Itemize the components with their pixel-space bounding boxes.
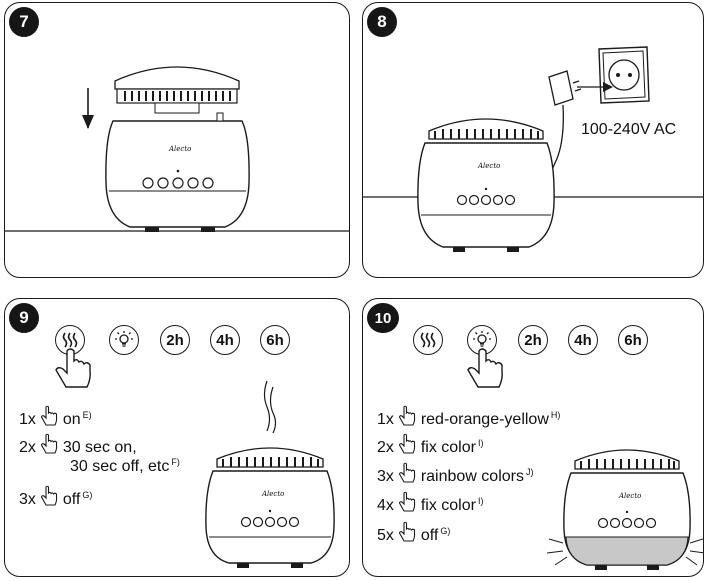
tap-hand-icon: [399, 462, 416, 483]
diffuser-light-illustration: [467, 348, 703, 570]
step-8-panel: 8: [362, 2, 704, 278]
diffuser-assembly-illustration: [5, 66, 349, 232]
diffuser-plug-in-illustration: [363, 46, 703, 252]
tap-hand-icon: [41, 485, 58, 506]
step-number-badge: 9: [9, 303, 39, 333]
instruction-row: 2x 30 sec on,: [19, 433, 137, 457]
diffuser-device: [205, 447, 335, 568]
timer-6h-button[interactable]: 6h: [260, 325, 290, 355]
brand-logo: Alecto: [262, 490, 285, 498]
timer-2h-button[interactable]: 2h: [160, 325, 190, 355]
diffuser-mist-illustration: [55, 348, 335, 568]
brand-logo: Alecto: [619, 492, 642, 500]
light-bulb-icon: [473, 331, 491, 347]
wall-socket-icon: [598, 46, 650, 104]
tap-hand-icon: [399, 491, 416, 512]
step-number-badge: 10: [367, 303, 399, 333]
light-button[interactable]: [109, 325, 139, 355]
tap-hand-icon: [41, 433, 58, 454]
brand-logo: Alecto: [478, 162, 501, 170]
timer-2h-button[interactable]: 2h: [518, 325, 548, 355]
voltage-label: 100-240V AC: [581, 121, 677, 138]
diffuser-lid: [114, 66, 240, 114]
step-7-panel: 7: [4, 2, 350, 278]
arrow-down-icon: [82, 88, 94, 129]
light-bulb-icon: [115, 331, 133, 347]
tap-hand-icon: [399, 433, 416, 454]
step-number-badge: 7: [9, 7, 39, 37]
brand-logo: Alecto: [169, 145, 192, 153]
mist-icon: [62, 332, 78, 348]
step-10-panel: 10 2h 4h 6h: [362, 298, 704, 577]
mist-button[interactable]: [413, 325, 443, 355]
mist-icon: [420, 332, 436, 348]
steam-lines: [263, 380, 277, 434]
timer-6h-button[interactable]: 6h: [618, 325, 648, 355]
timer-4h-button[interactable]: 4h: [568, 325, 598, 355]
power-adapter-icon: [546, 70, 613, 192]
step-number-badge: 8: [367, 7, 397, 37]
tap-hand-icon: [399, 405, 416, 426]
pointing-hand-icon: [55, 348, 91, 388]
light-rays: [546, 538, 703, 566]
diffuser-device: [546, 449, 703, 570]
timer-4h-button[interactable]: 4h: [210, 325, 240, 355]
tap-hand-icon: [399, 521, 416, 542]
diffuser-body: [105, 112, 250, 232]
tap-hand-icon: [41, 405, 58, 426]
step-9-panel: 9 2h 4h 6h: [4, 298, 350, 577]
pointing-hand-icon: [467, 348, 503, 388]
diffuser-device: [417, 118, 555, 252]
